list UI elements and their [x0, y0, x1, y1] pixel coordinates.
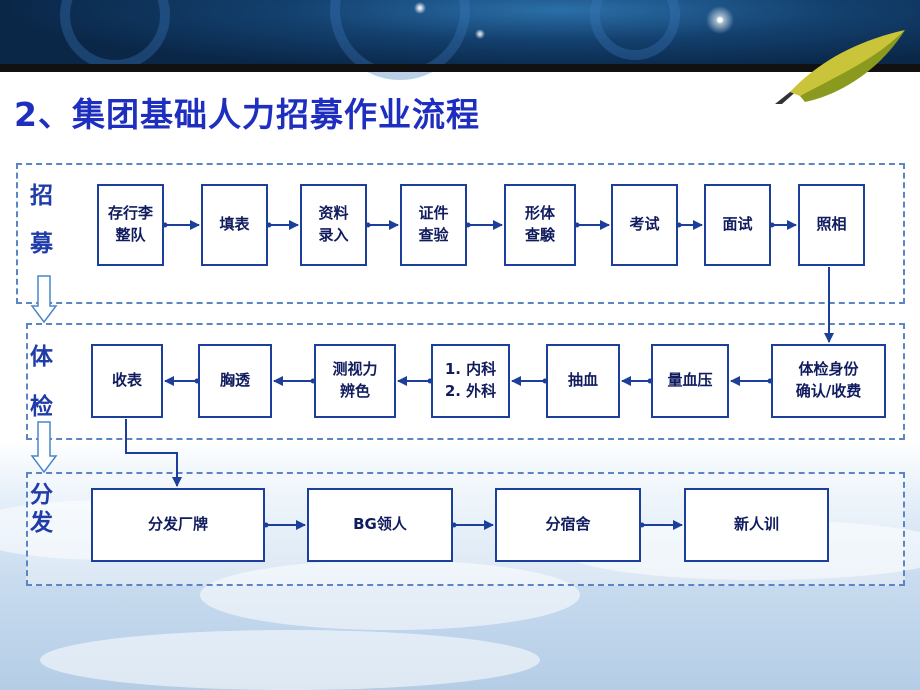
section-label: 检: [30, 394, 53, 420]
step-box: 存行李 整队: [97, 184, 164, 266]
step-box: 量血压: [651, 344, 729, 418]
step-box: 体检身份 确认/收费: [771, 344, 886, 418]
step-box: 抽血: [546, 344, 620, 418]
step-box: 面试: [704, 184, 771, 266]
header-banner: [0, 0, 920, 80]
step-box: 胸透: [198, 344, 272, 418]
section-label: 发: [30, 510, 53, 536]
flow-arrow: [125, 419, 182, 487]
section-label: 招: [30, 183, 53, 209]
step-box: 照相: [798, 184, 865, 266]
down-arrow-icon: [30, 421, 58, 474]
step-box: 新人训: [684, 488, 829, 562]
down-arrow-icon: [30, 275, 58, 324]
step-box: 资料 录入: [300, 184, 367, 266]
banner-stripe: [0, 64, 920, 72]
slide-title: 2、集团基础人力招募作业流程: [14, 95, 480, 134]
step-box: BG领人: [307, 488, 453, 562]
step-box: 收表: [91, 344, 163, 418]
section-label: 分: [30, 482, 53, 508]
section-label: 体: [30, 344, 53, 370]
step-box: 形体 查験: [504, 184, 576, 266]
step-box: 分宿舍: [495, 488, 641, 562]
section-label: 募: [30, 231, 53, 257]
step-box: 1. 内科 2. 外科: [431, 344, 510, 418]
step-box: 测视力 辨色: [314, 344, 396, 418]
step-box: 填表: [201, 184, 268, 266]
